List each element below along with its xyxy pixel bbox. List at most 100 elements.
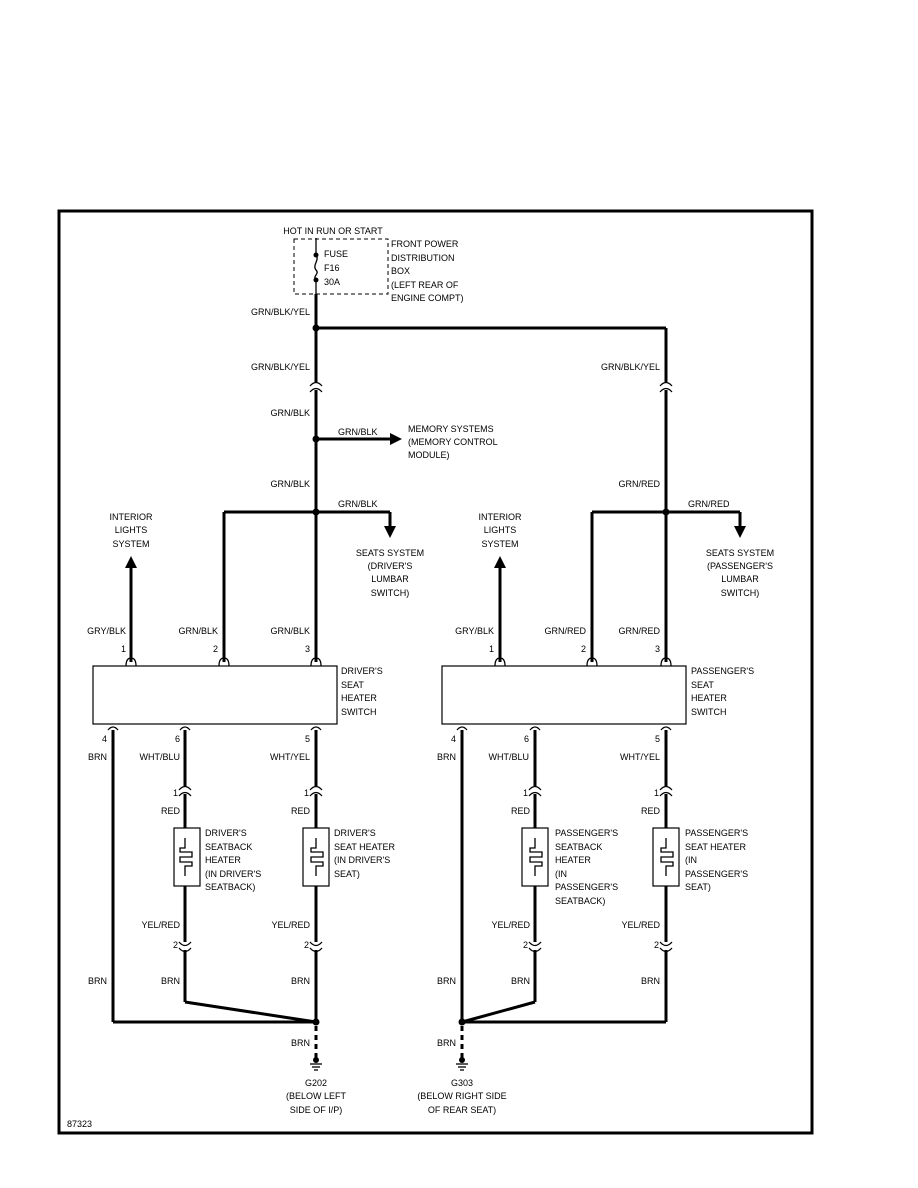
pass-seat-line-5: SEAT) <box>685 882 711 892</box>
pin-2-driver: 2 <box>213 644 218 654</box>
wire-label-grn-red-pin2: GRN/RED <box>544 626 586 636</box>
wire-label-wht-blu-passenger: WHT/BLU <box>489 752 530 762</box>
g303-line-1: G303 <box>451 1078 473 1088</box>
memory-arrow <box>390 433 402 445</box>
pin-2-passenger: 2 <box>581 644 586 654</box>
driver-lumbar-arrow <box>384 526 396 538</box>
pass-seat-line-4: PASSENGER'S <box>685 869 748 879</box>
seats-driver-line-4: SWITCH) <box>371 588 410 598</box>
conn-pin-1-pass-back: 1 <box>523 788 528 798</box>
ground-g303-icon <box>456 1057 468 1071</box>
g202-line-2: (BELOW LEFT <box>286 1091 347 1101</box>
pdb-line-5: ENGINE COMPT) <box>391 293 464 303</box>
wire-label-brn-driver-2: BRN <box>88 976 107 986</box>
passenger-switch-line-3: HEATER <box>691 693 727 703</box>
fuse-rating: 30A <box>324 277 340 287</box>
wire-label-grn-blk-yel-2: GRN/BLK/YEL <box>251 362 310 372</box>
wire-label-red-driver-back: RED <box>161 806 181 816</box>
interior-pass-line-1: INTERIOR <box>478 512 522 522</box>
pdb-line-4: (LEFT REAR OF <box>391 280 459 290</box>
conn-pin-1-driver-seat: 1 <box>304 788 309 798</box>
passenger-lumbar-arrow <box>734 526 746 538</box>
wire-label-grn-blk-pin3: GRN/BLK <box>270 626 310 636</box>
wire-label-brn-passenger-4: BRN <box>641 976 660 986</box>
pass-back-line-4: (IN <box>555 869 567 879</box>
conn-pin-1-pass-seat: 1 <box>654 788 659 798</box>
front-power-distribution-box <box>293 238 389 295</box>
wire-label-grn-blk-memory: GRN/BLK <box>338 427 378 437</box>
pin-1-passenger: 1 <box>489 644 494 654</box>
wire-label-gry-blk-passenger: GRY/BLK <box>455 626 494 636</box>
seats-pass-line-2: (PASSENGER'S <box>707 561 773 571</box>
g202-line-1: G202 <box>305 1078 327 1088</box>
interior-driver-line-2: LIGHTS <box>115 525 148 535</box>
seats-pass-line-1: SEATS SYSTEM <box>706 548 774 558</box>
pin-6-passenger: 6 <box>524 734 529 744</box>
wire-label-red-pass-back: RED <box>511 806 531 816</box>
interior-lights-arrow-driver <box>125 556 137 568</box>
seats-driver-line-1: SEATS SYSTEM <box>356 548 424 558</box>
driver-seat-line-1: DRIVER'S <box>334 828 376 838</box>
passenger-switch-line-4: SWITCH <box>691 707 727 717</box>
conn-pin-1-driver-back: 1 <box>173 788 178 798</box>
pdb-line-2: DISTRIBUTION <box>391 253 455 263</box>
driver-seat-line-3: (IN DRIVER'S <box>334 855 390 865</box>
pass-seat-line-1: PASSENGER'S <box>685 828 748 838</box>
diagram-border <box>57 209 814 1135</box>
pin-1-driver: 1 <box>121 644 126 654</box>
pin-4-passenger: 4 <box>451 734 456 744</box>
hot-in-run-label: HOT IN RUN OR START <box>283 226 383 236</box>
wire-label-brn-passenger-2: BRN <box>437 976 456 986</box>
wire-label-brn-driver-1: BRN <box>88 752 107 762</box>
pin-5-driver: 5 <box>305 734 310 744</box>
wire-label-grn-red-pin3: GRN/RED <box>618 626 660 636</box>
fuse-id: F16 <box>324 263 340 273</box>
wire-label-yel-red-pass-seat: YEL/RED <box>621 920 660 930</box>
wire-label-yel-red-driver-seat: YEL/RED <box>271 920 310 930</box>
pass-back-line-2: SEATBACK <box>555 842 602 852</box>
fuse-label: FUSE <box>324 249 348 259</box>
pin-6-driver: 6 <box>175 734 180 744</box>
wire-label-grn-red-1: GRN/RED <box>618 479 660 489</box>
driver-back-line-3: HEATER <box>205 855 241 865</box>
wire-label-red-pass-seat: RED <box>641 806 661 816</box>
wire-label-wht-yel-driver: WHT/YEL <box>270 752 310 762</box>
driver-switch-line-1: DRIVER'S <box>341 666 383 676</box>
driver-switch-line-2: SEAT <box>341 680 364 690</box>
wire-label-yel-red-pass-back: YEL/RED <box>491 920 530 930</box>
wire-label-grn-blk-yel-1: GRN/BLK/YEL <box>251 307 310 317</box>
driver-switch-line-3: HEATER <box>341 693 377 703</box>
wire-label-red-driver-seat: RED <box>291 806 311 816</box>
conn-pin-2-driver-seat: 2 <box>304 940 309 950</box>
seats-pass-line-3: LUMBAR <box>721 574 759 584</box>
wire-label-grn-red-lumbar: GRN/RED <box>688 499 730 509</box>
wire-label-grn-blk-1: GRN/BLK <box>270 408 310 418</box>
heater-element-icon <box>179 838 193 876</box>
conn-pin-2-pass-seat: 2 <box>654 940 659 950</box>
figure-id: 87323 <box>67 1119 92 1129</box>
pass-back-line-5: PASSENGER'S <box>555 882 618 892</box>
connector-trunk-right <box>659 381 673 387</box>
seats-driver-line-3: LUMBAR <box>371 574 409 584</box>
wire-label-brn-driver-3: BRN <box>161 976 180 986</box>
wire-label-grn-blk-2: GRN/BLK <box>270 479 310 489</box>
wire-label-brn-g303: BRN <box>437 1038 456 1048</box>
passenger-switch-line-2: SEAT <box>691 680 714 690</box>
pin-4-driver: 4 <box>102 734 107 744</box>
driver-switch-line-4: SWITCH <box>341 707 377 717</box>
wire-label-brn-g202: BRN <box>291 1038 310 1048</box>
memory-line-1: MEMORY SYSTEMS <box>408 424 494 434</box>
seats-pass-line-4: SWITCH) <box>721 588 760 598</box>
fuse-f16-symbol <box>314 254 318 281</box>
wire-label-yel-red-driver-back: YEL/RED <box>141 920 180 930</box>
wire-label-grn-blk-yel-3: GRN/BLK/YEL <box>601 362 660 372</box>
driver-back-line-1: DRIVER'S <box>205 828 247 838</box>
driver-seat-line-4: SEAT) <box>334 869 360 879</box>
interior-pass-line-2: LIGHTS <box>484 525 517 535</box>
pass-back-line-1: PASSENGER'S <box>555 828 618 838</box>
passenger-switch-line-1: PASSENGER'S <box>691 666 754 676</box>
conn-pin-2-driver-back: 2 <box>173 940 178 950</box>
interior-driver-line-3: SYSTEM <box>112 539 149 549</box>
wire-label-gry-blk-driver: GRY/BLK <box>87 626 126 636</box>
